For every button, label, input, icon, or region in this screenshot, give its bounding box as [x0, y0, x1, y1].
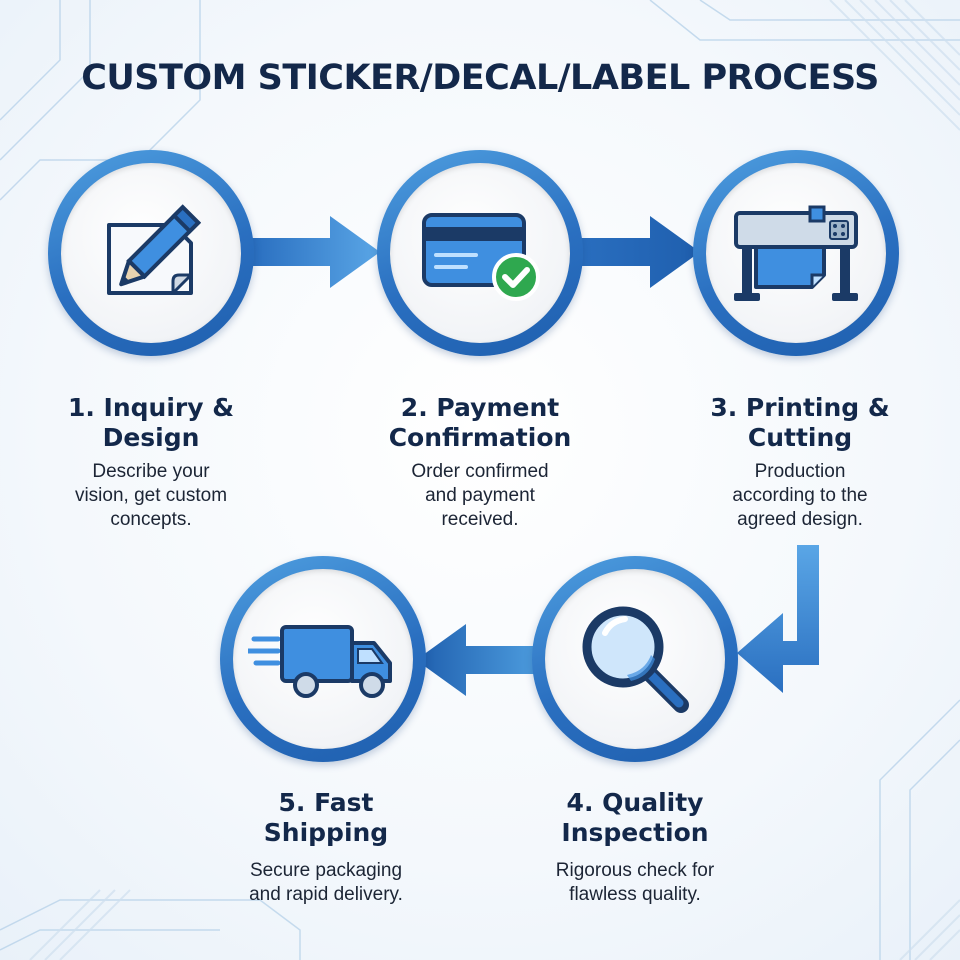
step-2-description: Order confirmed and payment received.	[411, 461, 549, 530]
step-3-title: 3. Printing & Cutting	[710, 393, 890, 452]
step-1-description: Describe your vision, get custom concept…	[74, 461, 228, 530]
credit-card-check-icon	[422, 213, 540, 301]
step-5-circle	[220, 556, 426, 762]
arrow-bend-down-left-icon	[737, 545, 819, 693]
plotter-printer-icon	[734, 205, 858, 301]
arrow-right-1-icon	[252, 216, 380, 288]
arrow-right-2-icon	[572, 216, 700, 288]
step-4-title: 4. Quality Inspection	[561, 788, 709, 847]
step-4-circle	[532, 556, 738, 762]
magnifier-icon	[582, 606, 689, 713]
step-1-circle	[48, 150, 254, 356]
step-4-description: Rigorous check for flawless quality.	[555, 860, 715, 905]
pencil-paper-icon	[107, 204, 202, 295]
step-3-circle	[693, 150, 899, 356]
step-2-title: 2. Payment Confirmation	[388, 393, 572, 452]
page-title: CUSTOM STICKER/DECAL/LABEL PROCESS	[81, 58, 879, 98]
step-1-title: 1. Inquiry & Design	[67, 393, 235, 452]
arrow-left-icon	[416, 624, 544, 696]
step-5-title: 5. Fast Shipping	[263, 788, 389, 847]
step-3-description: Production according to the agreed desig…	[732, 461, 868, 530]
step-2-circle	[377, 150, 583, 356]
step-5-description: Secure packaging and rapid delivery.	[249, 860, 403, 905]
delivery-truck-icon	[248, 625, 392, 698]
